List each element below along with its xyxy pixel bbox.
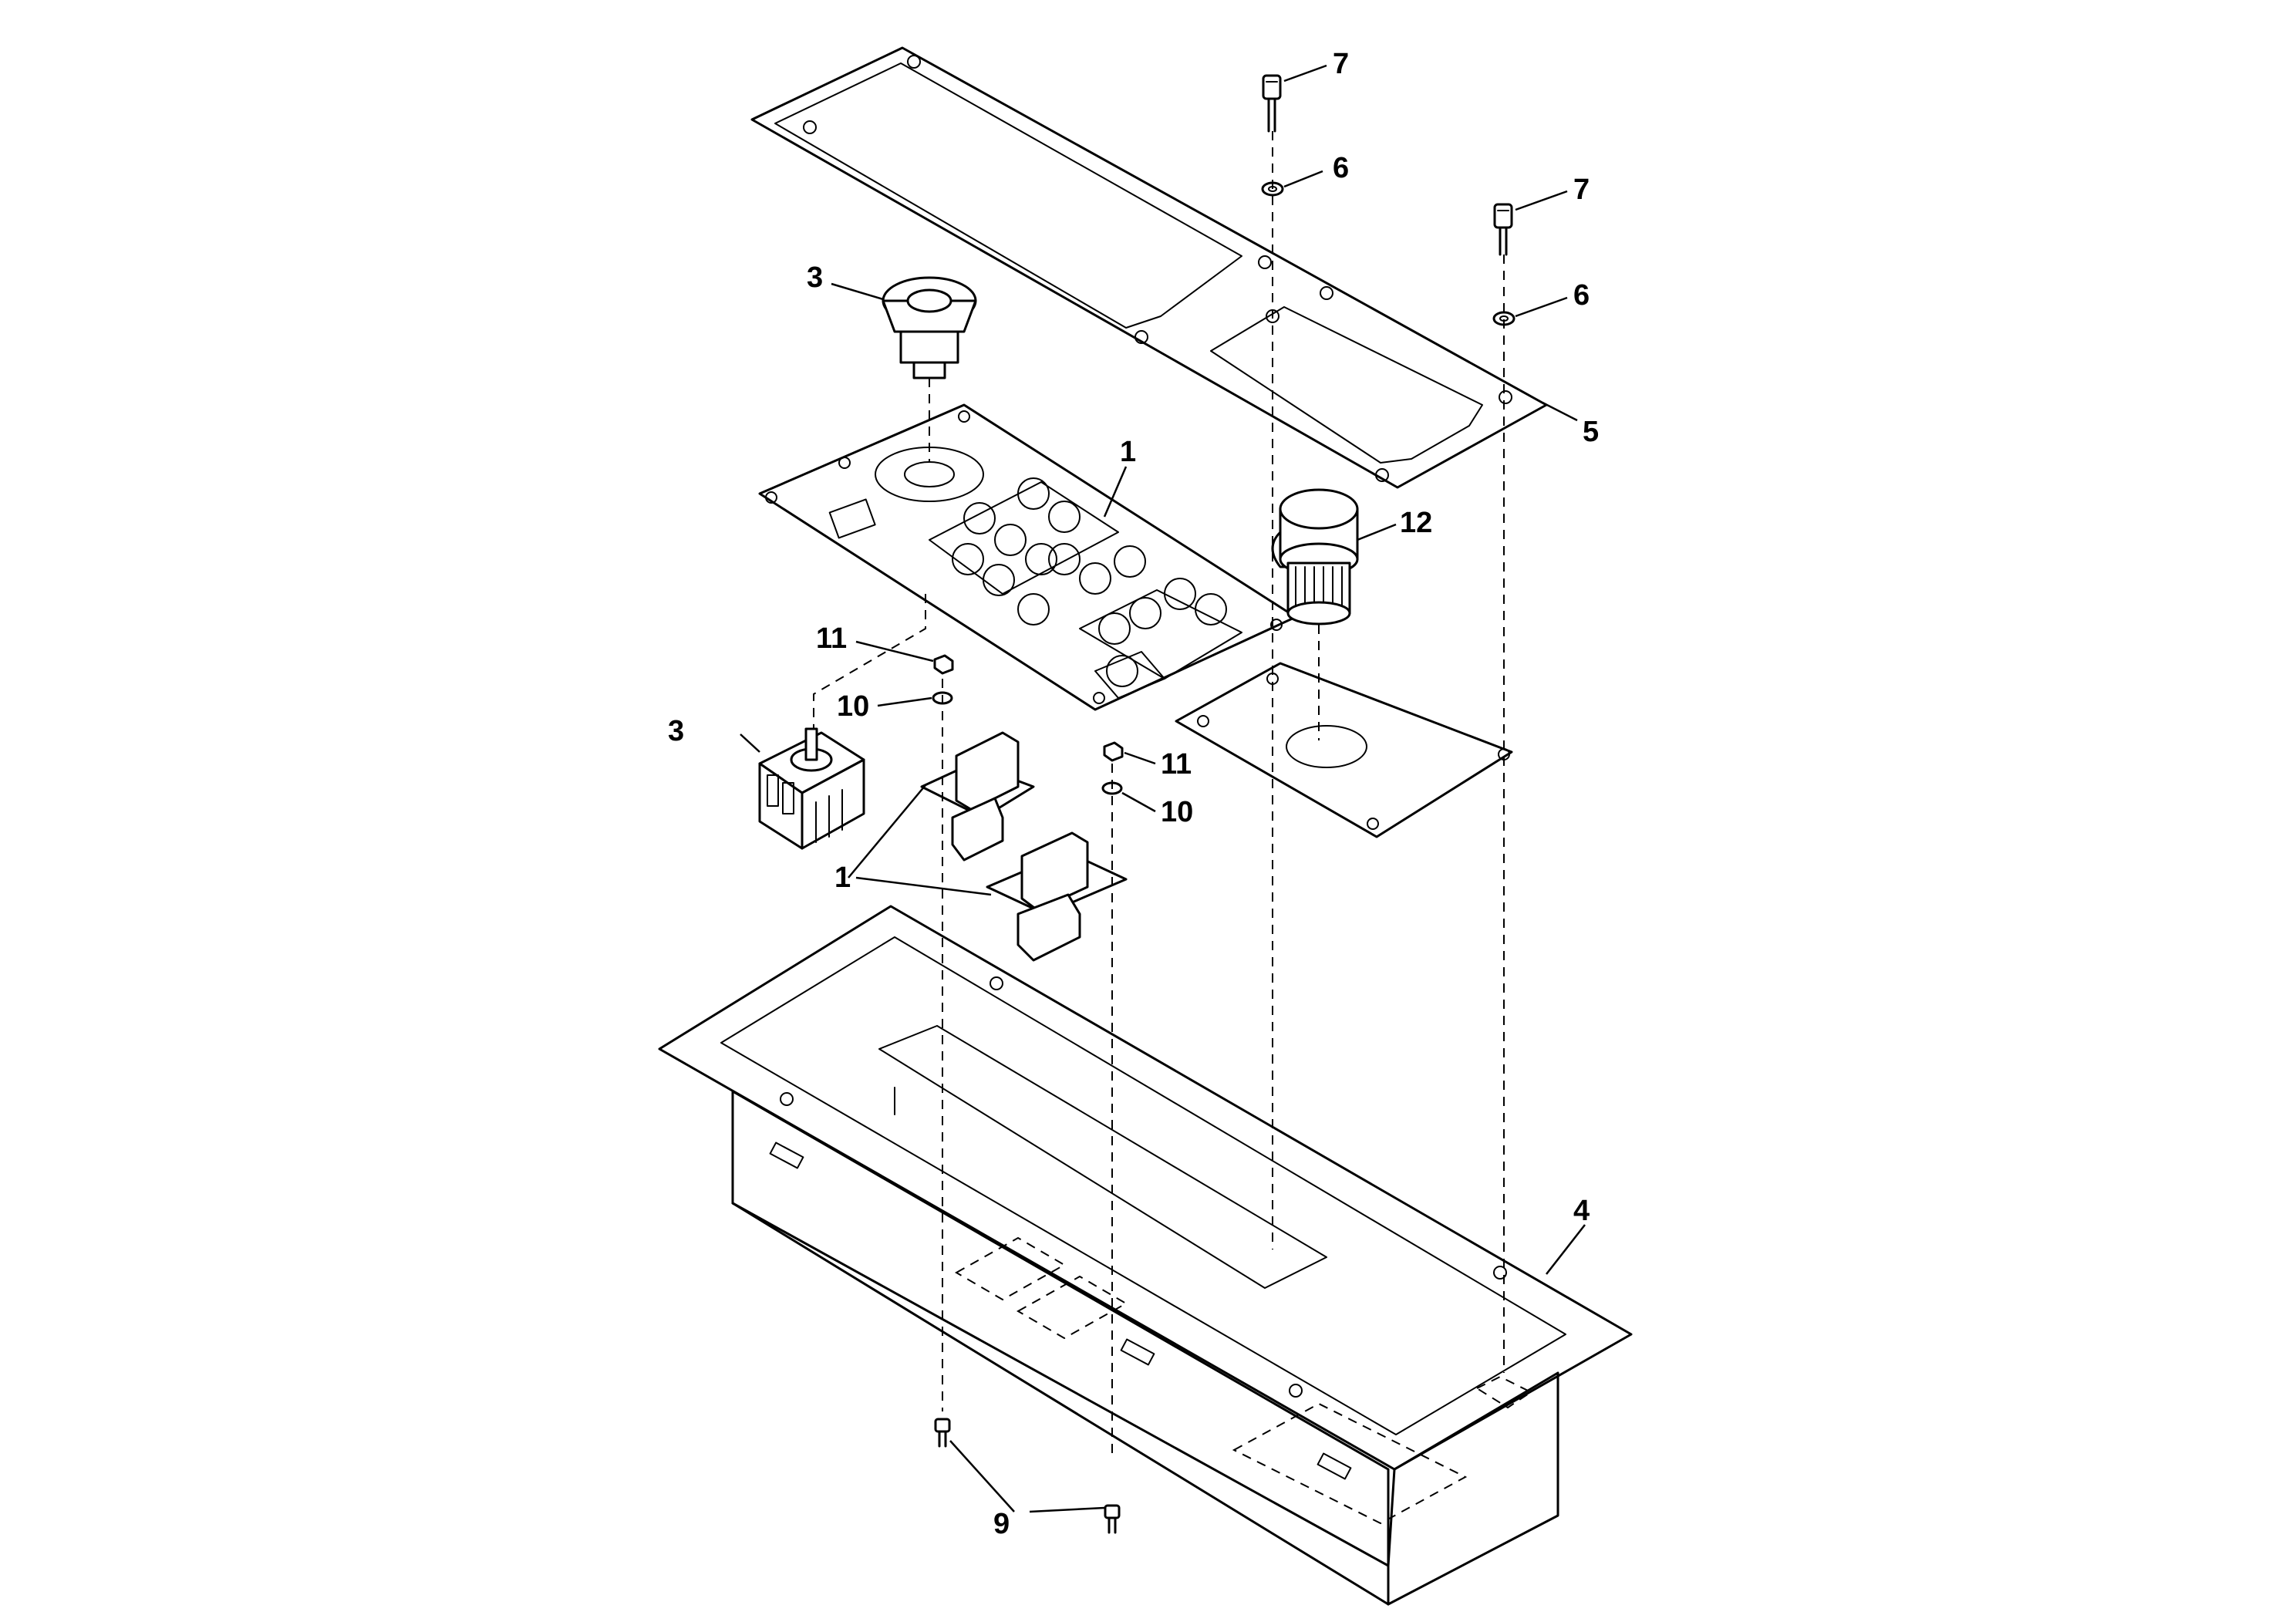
callout-1-panel: 1	[1120, 436, 1136, 468]
callout-4: 4	[1573, 1195, 1590, 1227]
screw-part-9-b	[1104, 1504, 1121, 1534]
callout-3-knob: 3	[807, 261, 823, 294]
gasket-frame-part-5	[750, 46, 1548, 489]
connector-b	[986, 831, 1128, 962]
switch-block-part-3	[758, 727, 865, 850]
screw-part-7-a	[1262, 74, 1282, 133]
callout-5: 5	[1583, 416, 1599, 448]
screw-part-9-a	[934, 1418, 951, 1448]
mount-plate	[1175, 662, 1513, 838]
rotary-switch-part-12	[1271, 488, 1359, 626]
callout-10-left: 10	[837, 690, 869, 723]
callout-9: 9	[993, 1508, 1010, 1540]
keypad-panel-part-1	[758, 403, 1297, 711]
callout-labels: 7 6 7 6 5 3 1 12 11 10 3 11 10 1 4 9	[668, 48, 1599, 1540]
callout-7-top: 7	[1333, 48, 1349, 80]
callout-6-top: 6	[1333, 152, 1349, 184]
screw-part-7-b	[1493, 203, 1513, 256]
nut-part-11-b	[1103, 741, 1124, 762]
knob-part-3	[882, 276, 977, 379]
callout-11-left: 11	[816, 622, 847, 655]
connector-a	[920, 731, 1035, 862]
alignment-lines	[813, 131, 1505, 1458]
callout-3-switch: 3	[668, 715, 684, 747]
callout-6-right: 6	[1573, 279, 1590, 312]
callout-12: 12	[1400, 507, 1432, 539]
callout-1-connector: 1	[834, 862, 851, 894]
enclosure-box-part-4	[658, 905, 1633, 1606]
callout-10-right: 10	[1161, 796, 1193, 828]
callout-7-right: 7	[1573, 174, 1590, 206]
nut-part-11-a	[933, 654, 954, 675]
leader-lines	[740, 64, 1586, 1513]
callout-11-right: 11	[1161, 748, 1192, 781]
